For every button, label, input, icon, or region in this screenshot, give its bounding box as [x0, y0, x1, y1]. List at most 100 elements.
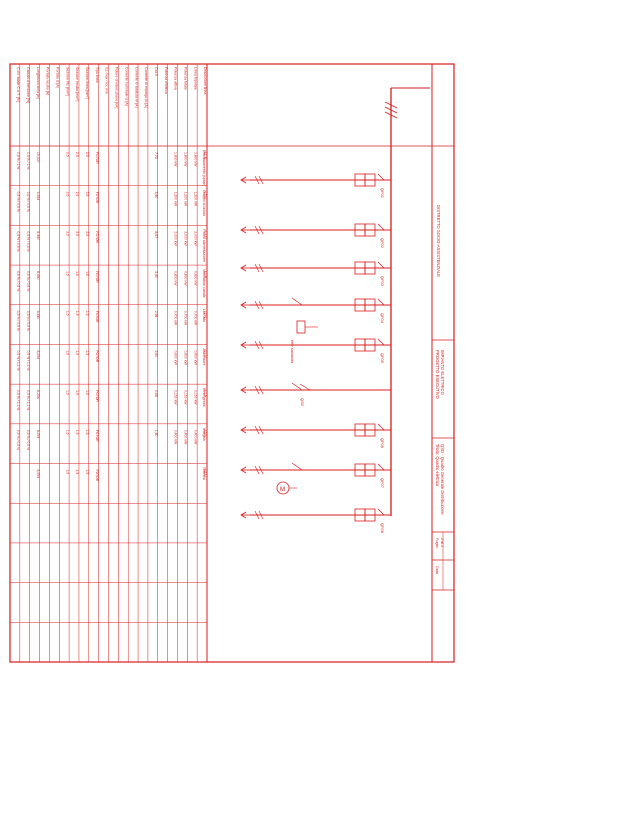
table-row-lines: [19, 64, 198, 662]
table-cell: 1,5: [85, 390, 89, 395]
cable-tick-icon: [254, 225, 260, 235]
contact-icon: [377, 508, 385, 516]
table-cell: FG7OR: [95, 311, 99, 323]
table-cell: 2,5: [75, 192, 79, 197]
row-label: Linea tripolare: [193, 67, 197, 90]
table-circuit-headers: Riscaldamento (spare)Gruppo di lavoroFor…: [202, 150, 206, 480]
table-cell: 0,700 kW: [193, 311, 197, 326]
table-cell: 0,5 % / 1,1 %: [26, 350, 30, 370]
row-label: Icc max / Icc min: [105, 67, 109, 94]
table-cell: 0,800 kW: [193, 271, 197, 286]
table-cell: L1 N: [203, 390, 207, 398]
row-label: Potere di interruzione [kA]: [115, 67, 119, 108]
table-cell: 0,5 % / 0,5 %: [26, 231, 30, 251]
table-cell: 0,800 kW: [174, 271, 178, 286]
table-cell: L3 N: [203, 231, 207, 239]
table-cell: 2,96: [154, 311, 158, 318]
table-cell: 1,5: [75, 271, 79, 276]
table-cell: FG7OR: [95, 271, 99, 283]
table-cell: 5,554: [36, 192, 40, 201]
breaker-icon: [364, 338, 376, 352]
table-cell: 0,400 kW: [174, 430, 178, 445]
table-cell: 1,80: [154, 430, 158, 437]
subject-line-2: QSD - Quadro Generale Distribuzione: [440, 444, 445, 515]
row-label: Corrente di taratura In [A]: [134, 67, 138, 108]
table-cell: 8,554: [36, 470, 40, 479]
cable-tick-icon: [254, 340, 260, 350]
breaker-label: QF06: [380, 438, 385, 449]
row-label: Potenza totale: [184, 67, 188, 90]
table-cell: 1,5: [75, 470, 79, 475]
feeder-qf04: QF04: [240, 297, 391, 324]
row-label: Potenza effettiva: [164, 67, 168, 94]
breaker-icon: [364, 173, 376, 187]
motor-label: M: [280, 487, 285, 493]
table-cell: 0,400 kW: [184, 430, 188, 445]
table-cell: 1,5: [65, 311, 69, 316]
switch-icon: [291, 297, 303, 306]
table-cell: 0,5 % / 1,1 %: [26, 390, 30, 410]
table-cell: 1,5: [75, 430, 79, 435]
switch-icon: [291, 382, 303, 391]
cable-tick-icon: [254, 465, 260, 475]
cable-tick-icon: [254, 425, 260, 435]
cable-tick-icon: [254, 263, 260, 273]
table-cell: 1,5: [65, 390, 69, 395]
table-cell: 0,150 kW: [174, 390, 178, 405]
table-cell: 0,68: [154, 390, 158, 397]
table-cell: 0,800 kW: [184, 271, 188, 286]
table-cell: 2,5: [65, 152, 69, 157]
table-cell: 1,5: [65, 271, 69, 276]
table-cell: 0,700 kW: [184, 311, 188, 326]
table-cell: 0,5 % / 1,1 %: [16, 350, 20, 370]
table-cell: 0,5 % / 0,5 %: [26, 311, 30, 331]
breaker-icon: [364, 261, 376, 275]
circuit-header: Insegna: [202, 428, 206, 441]
disconnector-icon: [299, 383, 311, 391]
table-cell: 1,5: [75, 350, 79, 355]
table-cell: 0,5 % / 1,1 %: [16, 390, 20, 410]
table-cell: 1,5: [65, 430, 69, 435]
row-label: Portata neutro [A]: [46, 67, 50, 95]
table-cell: FG7OR: [95, 430, 99, 442]
contact-icon: [377, 223, 385, 231]
feeder-qf08: QF08: [240, 508, 391, 534]
cable-tick-icon: [254, 175, 260, 185]
table-cell: L2 N: [203, 192, 207, 200]
breaker-label: QF03: [380, 276, 385, 287]
table-cell: FG7OR: [95, 390, 99, 402]
table-cell: 5,80: [154, 192, 158, 199]
table-cell: L2 N: [203, 430, 207, 438]
table-cell: FG7OR: [95, 192, 99, 204]
table-cell: L3 N: [203, 470, 207, 478]
table-cell: 2,5: [85, 192, 89, 197]
relay-label: relè salvavita: [290, 340, 295, 364]
table-cell: 8,440: [36, 231, 40, 240]
row-label: Tipo linea: [95, 67, 99, 82]
table-cell: 1,800 kW: [193, 152, 197, 167]
circuit-header: Riserva: [202, 468, 206, 480]
breaker-icon: [364, 298, 376, 312]
table-cell: FG7OR: [95, 231, 99, 243]
circuit-header: Ascensore: [202, 348, 206, 365]
table-cell: 0,700 kW: [174, 311, 178, 326]
table-cell: 1,5: [85, 430, 89, 435]
table-cell: 2,5: [85, 152, 89, 157]
table-cell: 1,5: [85, 350, 89, 355]
row-label: Caduta di tensione [%]: [26, 67, 30, 103]
breaker-label: QF02: [380, 238, 385, 249]
row-label: Cos fi: [154, 67, 158, 76]
breaker-icon: [364, 223, 376, 237]
table-cell: 0,5 % / 1 %: [26, 152, 30, 169]
table-cell: 2,000 kW: [193, 231, 197, 246]
breaker-label: QF05: [380, 353, 385, 364]
table-cell: 2,5: [65, 192, 69, 197]
table-cell: 0,150 kW: [184, 390, 188, 405]
table-cell: 8,440: [36, 271, 40, 280]
table-cell: FG7OR: [95, 470, 99, 482]
feeder-qf02: QF02: [240, 223, 391, 249]
breaker-label: QF04: [380, 313, 385, 324]
table-cell: 0,5 % / 0,5 %: [16, 192, 20, 212]
row-label: Sezione PE [mm²]: [65, 67, 69, 96]
